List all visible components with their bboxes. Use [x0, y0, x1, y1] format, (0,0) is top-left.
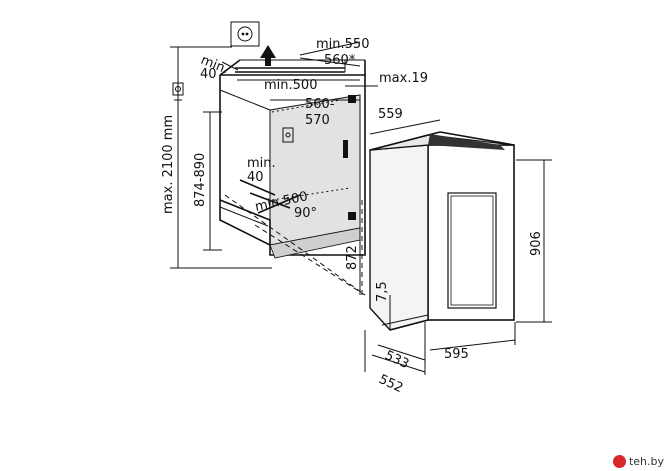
- label-906: 906: [529, 231, 544, 256]
- label-595: 595: [444, 347, 469, 362]
- label-min550: min.550: [316, 37, 369, 52]
- label-min500-top: min.500: [264, 78, 317, 93]
- label-570-range: 570: [305, 113, 330, 128]
- label-min40-mid-2: 40: [247, 170, 264, 185]
- dimension-lines: [170, 41, 552, 375]
- alignment-lines: [224, 194, 366, 296]
- label-min40-top-2: 40: [200, 67, 217, 82]
- airflow-up-arrow-icon: [260, 45, 276, 66]
- label-872: 872: [345, 245, 360, 270]
- watermark: teh.by: [612, 455, 664, 468]
- label-874-890: 874-890: [193, 153, 208, 207]
- label-560-range: 560-: [305, 97, 335, 112]
- label-angle90: 90°: [294, 206, 317, 221]
- label-max19: max.19: [379, 71, 428, 86]
- label-max2100: max. 2100 mm: [161, 115, 176, 214]
- label-560star: 560*: [324, 53, 356, 68]
- label-533: 533: [382, 348, 411, 372]
- wall-socket-icon: [230, 21, 260, 47]
- appliance-wine-cooler: [369, 131, 515, 331]
- top-vent: [235, 60, 346, 73]
- label-7-5: 7,5: [375, 281, 390, 302]
- niche-cabinet: [219, 59, 366, 259]
- watermark-logo-icon: [612, 455, 626, 468]
- label-559: 559: [378, 107, 403, 122]
- watermark-text: teh.by: [628, 455, 664, 468]
- label-552: 552: [376, 372, 405, 396]
- label-min40-mid-1: min.: [247, 156, 276, 171]
